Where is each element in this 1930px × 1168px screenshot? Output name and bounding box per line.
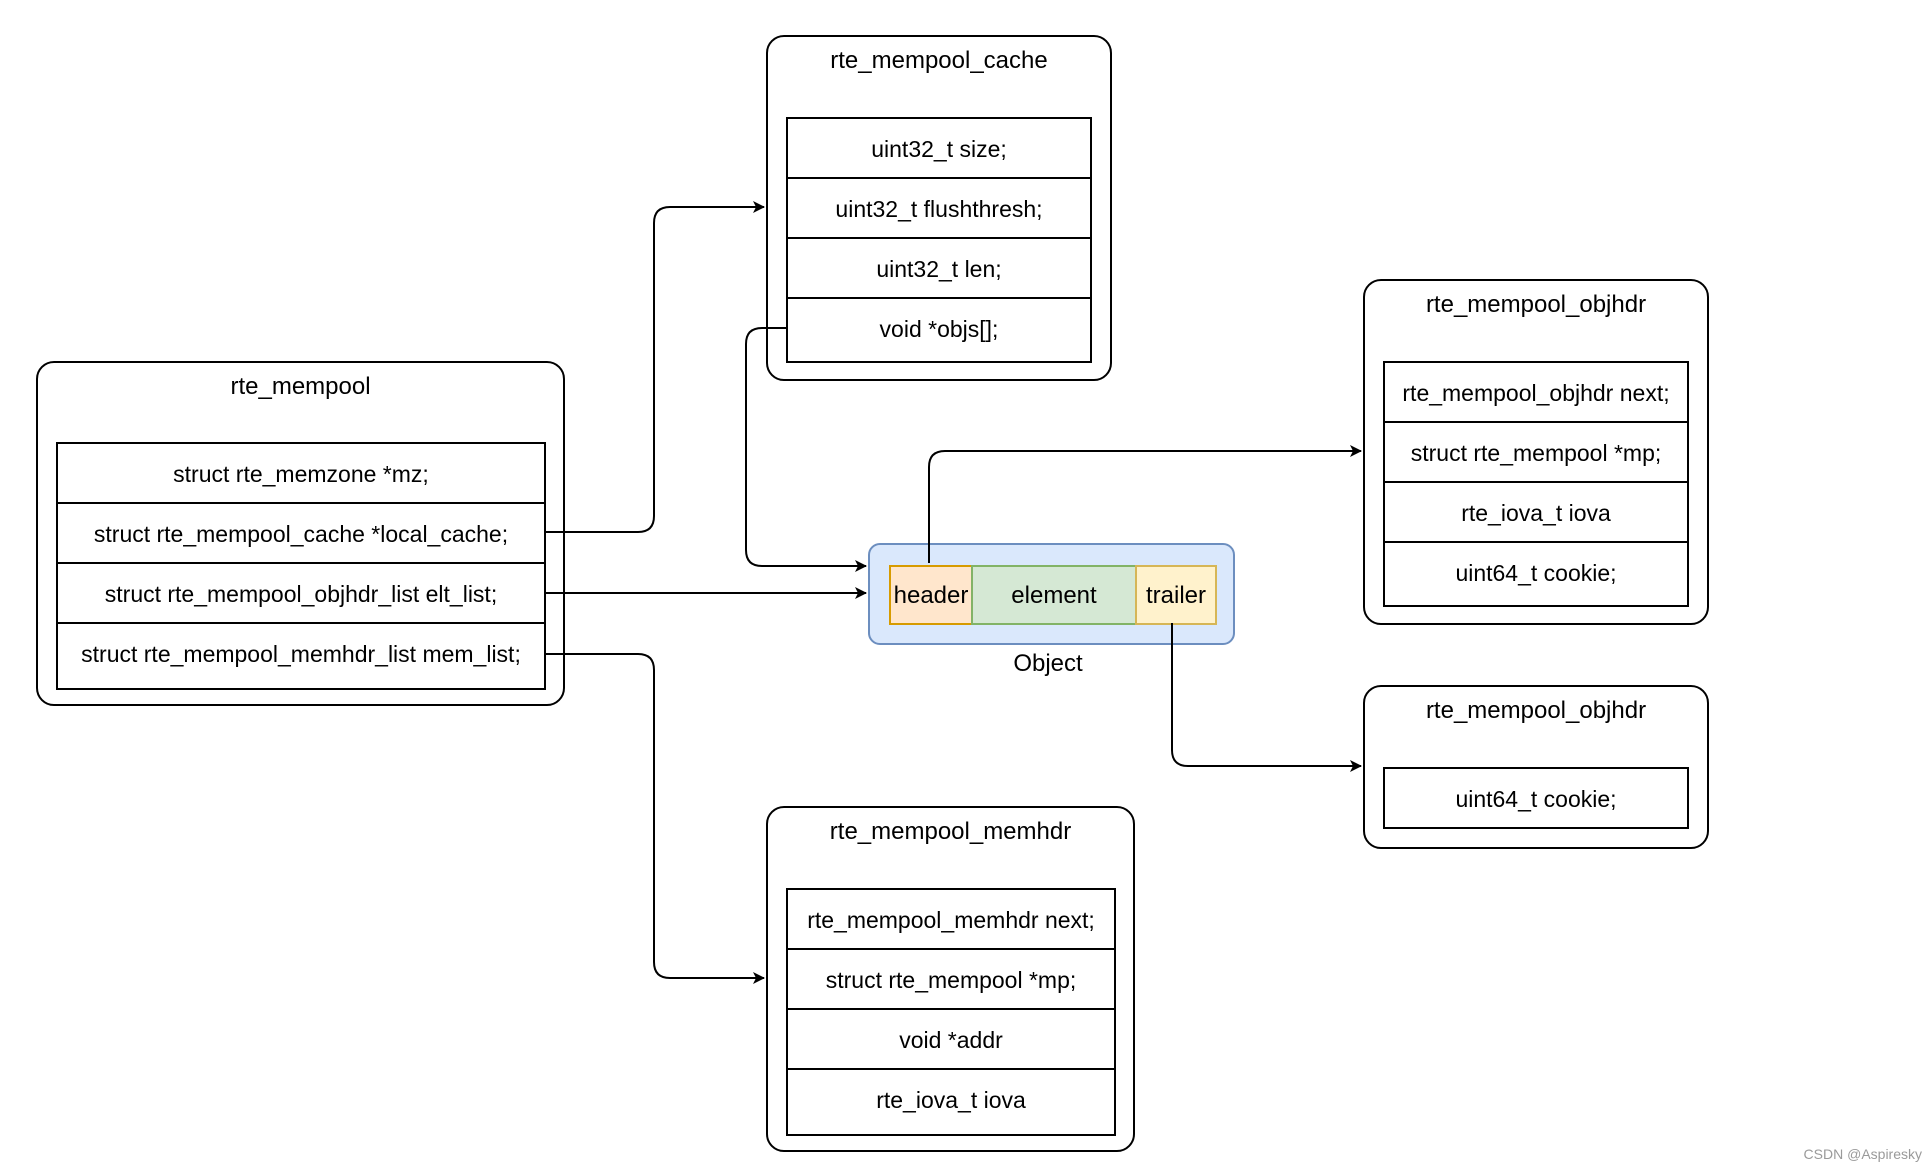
object-element-segment: element	[971, 565, 1137, 625]
object-trailer-segment: trailer	[1135, 565, 1217, 625]
struct-rte-mempool-objhdr-trailer: rte_mempool_objhdr uint64_t cookie;	[1363, 685, 1709, 849]
field-mem-list: struct rte_mempool_memhdr_list mem_list;	[81, 641, 521, 667]
struct-title: rte_mempool_objhdr	[1425, 291, 1647, 318]
struct-title: rte_mempool_memhdr	[829, 818, 1072, 845]
field-next: rte_mempool_memhdr next;	[788, 890, 1114, 950]
field-iova: rte_iova_t iova	[1385, 483, 1687, 543]
struct-title: rte_mempool	[230, 373, 371, 400]
field-list: rte_mempool_memhdr next; struct rte_memp…	[786, 888, 1116, 1136]
field-next: rte_mempool_objhdr next;	[1385, 363, 1687, 423]
arrow-mem-list-to-memhdr	[544, 653, 765, 984]
struct-rte-mempool: rte_mempool struct rte_memzone *mz; stru…	[36, 361, 565, 706]
field-cookie: uint64_t cookie;	[1455, 560, 1617, 586]
arrow-local-cache-to-cache	[544, 201, 765, 533]
arrow-trailer-to-objhdr	[1171, 623, 1362, 772]
struct-rte-mempool-memhdr: rte_mempool_memhdr rte_mempool_memhdr ne…	[766, 806, 1135, 1152]
field-objs: void *objs[];	[879, 316, 999, 342]
field-list: rte_mempool_objhdr next; struct rte_memp…	[1383, 361, 1689, 607]
field-len: uint32_t len;	[788, 239, 1090, 299]
field-cookie: uint64_t cookie;	[1455, 786, 1617, 812]
arrow-objs-to-object	[745, 327, 867, 572]
struct-title: rte_mempool_cache	[830, 47, 1048, 74]
field-iova: rte_iova_t iova	[876, 1087, 1026, 1113]
field-flushthresh: uint32_t flushthresh;	[788, 179, 1090, 239]
field-mz: struct rte_memzone *mz;	[58, 444, 544, 504]
object-header-segment: header	[889, 565, 973, 625]
object-label: Object	[1013, 650, 1083, 677]
field-local-cache: struct rte_mempool_cache *local_cache;	[58, 504, 544, 564]
arrow-header-to-objhdr	[928, 445, 1362, 563]
field-mp: struct rte_mempool *mp;	[1385, 423, 1687, 483]
field-size: uint32_t size;	[788, 119, 1090, 179]
field-list: uint32_t size; uint32_t flushthresh; uin…	[786, 117, 1092, 363]
struct-rte-mempool-cache: rte_mempool_cache uint32_t size; uint32_…	[766, 35, 1112, 381]
watermark: CSDN @Aspiresky	[1803, 1146, 1922, 1162]
field-list: struct rte_memzone *mz; struct rte_mempo…	[56, 442, 546, 690]
field-list: uint64_t cookie;	[1383, 767, 1689, 829]
struct-title: rte_mempool_objhdr	[1425, 697, 1647, 724]
struct-rte-mempool-objhdr-header: rte_mempool_objhdr rte_mempool_objhdr ne…	[1363, 279, 1709, 625]
field-elt-list: struct rte_mempool_objhdr_list elt_list;	[58, 564, 544, 624]
field-addr: void *addr	[788, 1010, 1114, 1070]
field-mp: struct rte_mempool *mp;	[788, 950, 1114, 1010]
